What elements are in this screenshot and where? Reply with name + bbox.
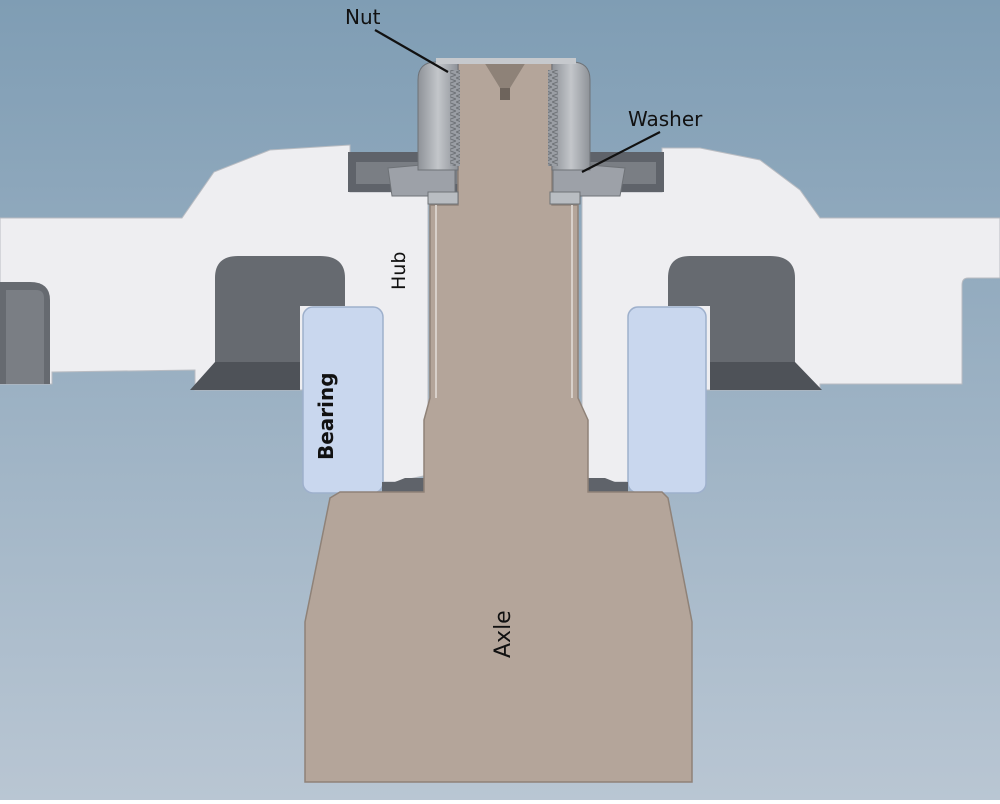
bearing-seat-left <box>382 478 428 492</box>
hub-pocket-left <box>215 256 345 368</box>
washer-underside-right <box>549 191 581 205</box>
axle-center-drill <box>484 62 526 100</box>
nut-label: Nut <box>345 5 381 29</box>
nut-top-face <box>436 58 576 64</box>
hub-label: Hub <box>388 252 410 290</box>
washer-label: Washer <box>628 107 703 131</box>
axle-center-drill-tip <box>500 88 510 100</box>
bearing-seat-right <box>582 478 628 492</box>
hub-pocket-right <box>668 256 795 368</box>
nut-thread-left <box>450 70 460 166</box>
washer-leader-line <box>581 131 661 173</box>
nut-leader-line <box>374 29 449 73</box>
hub-pocket-left-chamfer <box>190 362 300 390</box>
hub-pocket-edge-left-lip <box>6 290 44 384</box>
axle-label: Axle <box>491 610 516 658</box>
washer-underside-left <box>427 191 459 205</box>
bearing-right <box>627 306 707 494</box>
axle <box>304 61 693 783</box>
bearing-label: Bearing <box>314 372 338 460</box>
nut-thread-right <box>548 70 558 166</box>
hub-pocket-right-chamfer <box>710 362 822 390</box>
